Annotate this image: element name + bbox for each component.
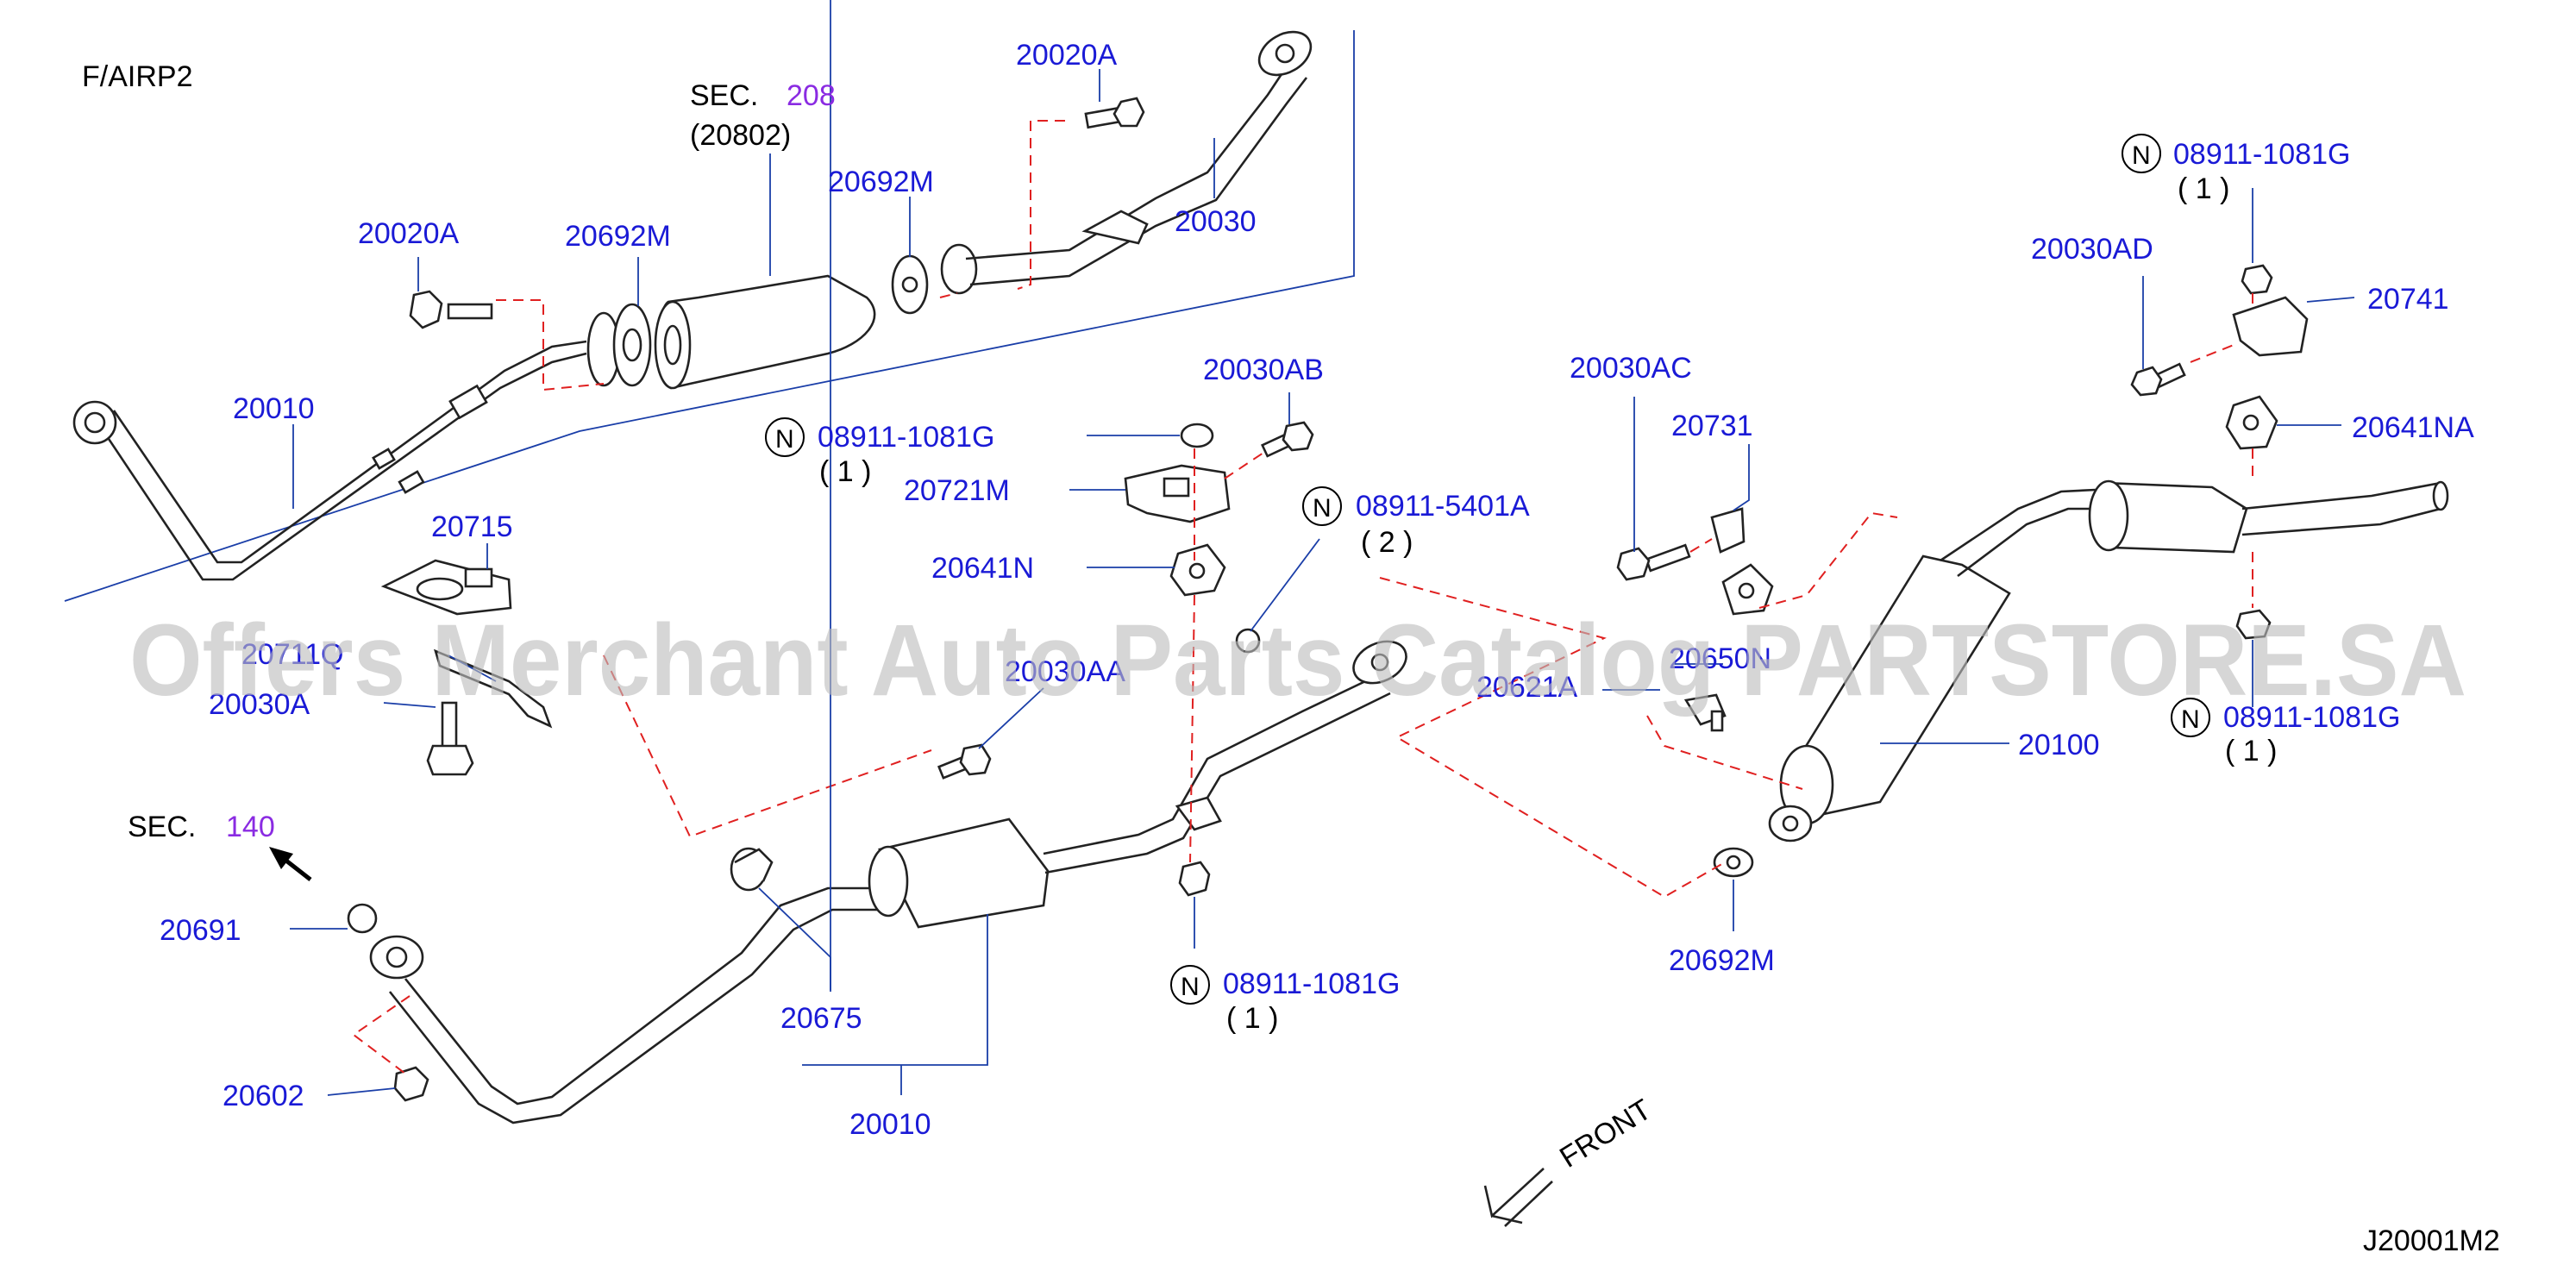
gasket-flange-top <box>586 303 652 387</box>
bolt-20030AD <box>2130 362 2186 397</box>
gasket-20692M-top <box>891 254 929 315</box>
label-20030A[interactable]: 20030A <box>209 688 310 721</box>
nut-20602 <box>393 1066 429 1102</box>
part-labels: 20020A 20692M 20030 20020A 20692M 20010 … <box>160 39 2474 1141</box>
bracket-20741 <box>2232 296 2309 357</box>
label-20692M-a[interactable]: 20692M <box>828 166 934 198</box>
label-20030AC[interactable]: 20030AC <box>1570 352 1692 385</box>
front-arrow: FRONT <box>1483 1093 1658 1227</box>
nut-callout-5401A[interactable]: N 08911-5401A ( 2 ) <box>1302 486 1530 559</box>
label-20030AB[interactable]: 20030AB <box>1203 354 1324 386</box>
nut-right-lower <box>2235 609 2272 640</box>
label-20030AD[interactable]: 20030AD <box>2031 233 2153 266</box>
bolt-20020A-left <box>409 290 493 329</box>
leader-lines <box>290 0 2355 1096</box>
nut-symbol: N <box>1313 494 1332 523</box>
section-ref-208[interactable]: SEC. 208 (20802) <box>690 79 836 152</box>
label-20030AA[interactable]: 20030AA <box>1005 655 1125 688</box>
section-ref-140[interactable]: SEC. 140 <box>128 811 275 843</box>
nut-qty: ( 1 ) <box>2178 172 2229 205</box>
nut-callout-top-right[interactable]: N 08911-1081G ( 1 ) <box>2122 134 2350 205</box>
main-muffler-20100 <box>1768 488 2097 842</box>
nut-part-number[interactable]: 08911-1081G <box>818 421 994 454</box>
nut-symbol: N <box>775 425 794 454</box>
label-20010-top[interactable]: 20010 <box>233 392 315 425</box>
clamp-20675 <box>730 847 774 892</box>
seal-20691 <box>347 903 378 934</box>
bracket-20721M <box>1124 464 1231 523</box>
front-exhaust-tube-bottom <box>369 886 897 1124</box>
label-20650N[interactable]: 20650N <box>1669 642 1771 675</box>
label-20602[interactable]: 20602 <box>223 1080 304 1112</box>
bolt-20030AA <box>937 743 992 780</box>
bolt-20030A <box>426 701 474 776</box>
nut-lower-middle <box>1178 861 1211 897</box>
nut-top-right <box>2241 264 2273 295</box>
label-20731[interactable]: 20731 <box>1671 410 1753 442</box>
nut-08911-5401A <box>1235 628 1261 654</box>
label-20741[interactable]: 20741 <box>2367 283 2449 316</box>
bracket-20731 <box>1710 507 1746 554</box>
section-prefix: SEC. <box>690 79 758 112</box>
label-20621A[interactable]: 20621A <box>1476 671 1578 704</box>
bracket-20711Q <box>433 648 553 729</box>
nut-part-number[interactable]: 08911-1081G <box>2173 138 2350 171</box>
label-20675[interactable]: 20675 <box>780 1002 862 1035</box>
label-20692M-c[interactable]: 20692M <box>1669 944 1775 977</box>
front-label: FRONT <box>1554 1093 1657 1174</box>
catalytic-converter <box>654 274 876 390</box>
connection-dashes <box>352 120 2253 1074</box>
nut-qty: ( 1 ) <box>2225 735 2277 767</box>
nut-callout-mid-bottom[interactable]: N 08911-1081G ( 1 ) <box>1170 965 1400 1035</box>
mount-20641N <box>1169 543 1226 597</box>
gasket-20692M-bottom <box>1713 847 1754 878</box>
nut-qty: ( 1 ) <box>819 455 871 488</box>
bolt-20030AC <box>1616 543 1691 581</box>
bolt-20030AB <box>1261 421 1314 458</box>
label-20020A-top[interactable]: 20020A <box>1016 39 1118 72</box>
label-20010-bottom[interactable]: 20010 <box>849 1108 931 1141</box>
label-20691[interactable]: 20691 <box>160 914 241 947</box>
label-20030[interactable]: 20030 <box>1175 205 1257 238</box>
mount-20641NA <box>2225 395 2278 450</box>
nut-callout-right-lower[interactable]: N 08911-1081G ( 1 ) <box>2171 698 2400 767</box>
section-prefix: SEC. <box>128 811 196 843</box>
mount-20650N <box>1721 563 1774 616</box>
washer-top-middle <box>1180 423 1214 448</box>
label-20100[interactable]: 20100 <box>2018 729 2100 761</box>
diagram-code: J20001M2 <box>2363 1224 2500 1257</box>
variant-code: F/AIRP2 <box>82 60 192 93</box>
label-20692M-b[interactable]: 20692M <box>565 220 671 253</box>
flange-20715 <box>380 559 512 616</box>
nut-callout-mid-top[interactable]: N 08911-1081G ( 1 ) <box>765 417 994 488</box>
rear-silencer <box>2088 479 2449 554</box>
section-sub: (20802) <box>690 119 791 152</box>
label-20721M[interactable]: 20721M <box>904 474 1010 507</box>
label-20020A-left[interactable]: 20020A <box>358 217 460 250</box>
section-number[interactable]: 208 <box>787 79 836 112</box>
label-20641N[interactable]: 20641N <box>931 552 1034 585</box>
exhaust-tube-20030 <box>940 30 1313 295</box>
nut-part-number[interactable]: 08911-1081G <box>2223 701 2400 734</box>
bolt-20020A-top <box>1084 97 1145 129</box>
watermark-text: Offers Merchant Auto Parts Catalog PARTS… <box>129 604 2466 717</box>
label-20711Q[interactable]: 20711Q <box>241 638 343 671</box>
nut-symbol: N <box>1181 973 1200 1001</box>
nut-symbol: N <box>2132 141 2151 170</box>
section-number[interactable]: 140 <box>226 811 275 843</box>
label-20641NA[interactable]: 20641NA <box>2352 411 2474 444</box>
label-20715[interactable]: 20715 <box>431 510 513 543</box>
pre-muffler <box>868 640 1407 929</box>
nut-qty: ( 2 ) <box>1361 526 1413 559</box>
bracket-20621A <box>1683 693 1727 732</box>
nut-part-number[interactable]: 08911-1081G <box>1223 968 1400 1000</box>
nut-part-number[interactable]: 08911-5401A <box>1356 490 1530 523</box>
arrow-sec-140 <box>269 847 312 881</box>
front-exhaust-tube-top <box>72 340 587 581</box>
nut-qty: ( 1 ) <box>1226 1002 1278 1035</box>
nut-symbol: N <box>2181 705 2200 734</box>
